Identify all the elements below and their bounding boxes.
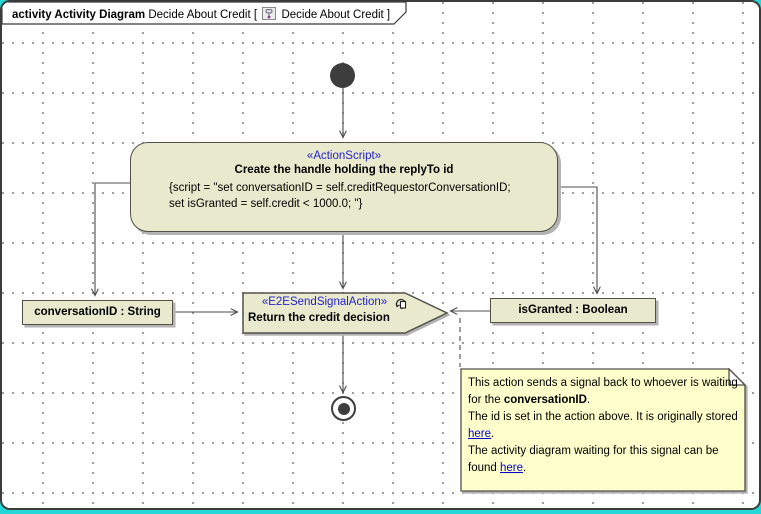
action-stereotype: «ActionScript» [306, 150, 382, 162]
diagram-frame-tab[interactable]: activity Activity Diagram Decide About C… [2, 2, 412, 26]
note-p2-text: The id is set in the action above. It is… [468, 411, 738, 423]
note-p1-text: This action sends a signal back to whoev… [468, 377, 738, 406]
frame-tab-shape [2, 2, 407, 25]
note-p2-end: . [491, 428, 495, 440]
edge-action-to-conversationid[interactable] [95, 182, 130, 295]
frame-tab-text: activity Activity Diagram Decide About C… [12, 7, 408, 21]
signal-stereotype: «E2ESendSignalAction» [261, 296, 388, 308]
activity-final-node-core [337, 402, 350, 415]
edge-action-to-isgranted[interactable] [558, 186, 597, 293]
send-signal-shape [242, 292, 449, 334]
action-name: Create the handle holding the replyTo id [234, 164, 454, 176]
note-p1-bold: conversationID [503, 394, 587, 406]
note-shape [460, 367, 747, 492]
activity-diagram-icon [262, 7, 277, 20]
send-signal-action[interactable]: «E2ESendSignalAction» Return the credit … [242, 292, 452, 338]
activity-final-node[interactable] [331, 396, 356, 421]
action-node-create-handle[interactable]: «ActionScript» Create the handle holding… [130, 142, 558, 232]
note-text: This action sends a signal back to whoev… [468, 375, 742, 477]
action-script-body: {script = "set conversationID = self.cre… [131, 180, 557, 212]
object-node-conversationid[interactable]: conversationID : String [22, 300, 173, 325]
script-line-2: set isGranted = self.credit < 1000.0; "} [169, 198, 363, 210]
note-p1-end: . [586, 394, 591, 406]
diagram-title: Decide About Credit [ [148, 9, 258, 21]
object-node-label: isGranted : Boolean [518, 304, 628, 316]
signal-name: Return the credit decision [248, 312, 390, 324]
hyperlink-icon [395, 299, 407, 310]
initial-node[interactable] [330, 63, 355, 88]
object-node-isgranted[interactable]: isGranted : Boolean [490, 298, 656, 323]
note-link-found-here[interactable]: here [499, 462, 524, 474]
note-p3-text: The activity diagram waiting for this si… [468, 445, 719, 474]
script-line-1: {script = "set conversationID = self.cre… [169, 182, 511, 194]
diagram-kind-label: activity Activity Diagram [12, 9, 146, 21]
note-link-stored-here[interactable]: here [468, 428, 492, 440]
note-p3-end: . [523, 462, 527, 474]
comment-note[interactable]: This action sends a signal back to whoev… [460, 367, 750, 496]
diagram-reference: Decide About Credit ] [281, 9, 391, 21]
object-node-label: conversationID : String [34, 306, 161, 318]
